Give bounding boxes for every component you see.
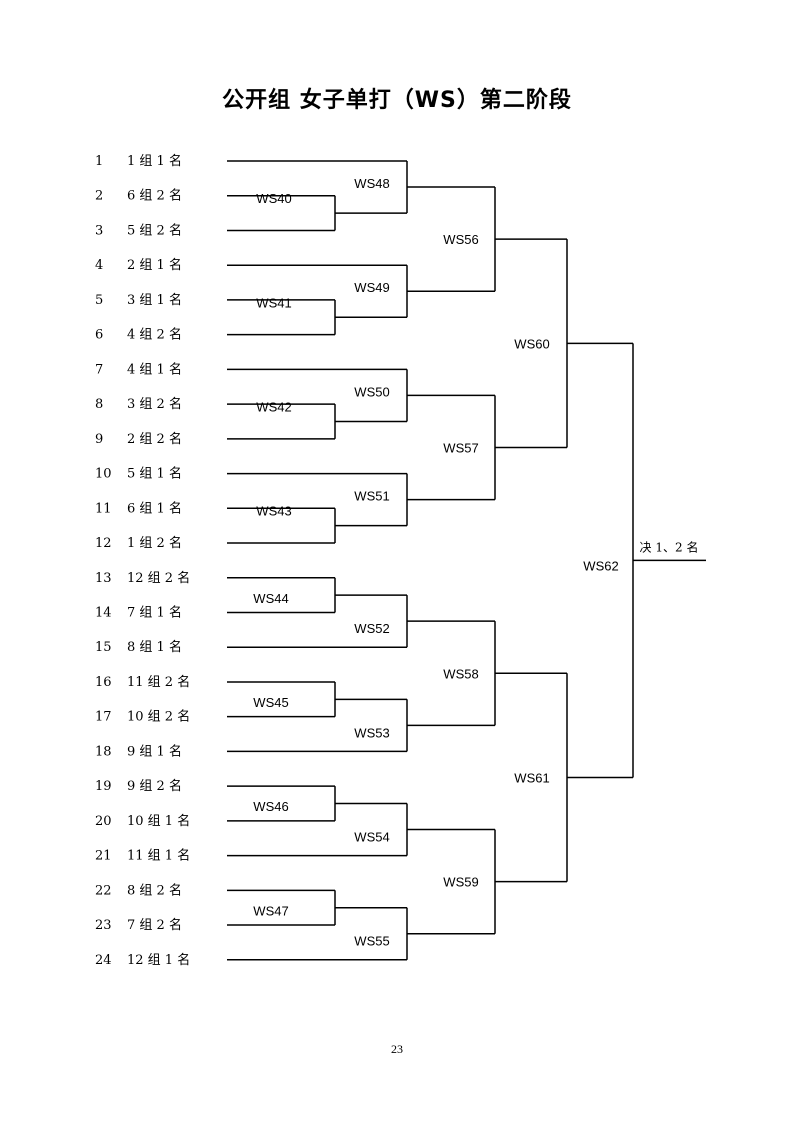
seed-label: 11 组 1 名 xyxy=(127,848,190,864)
seed-number: 2 xyxy=(95,189,103,204)
seed-number: 7 xyxy=(95,362,103,377)
seed-number: 3 xyxy=(95,223,103,238)
seed-label: 9 组 2 名 xyxy=(127,778,182,794)
seed-label: 2 组 1 名 xyxy=(127,257,182,273)
seed-label: 8 组 2 名 xyxy=(127,882,182,898)
seed-number: 4 xyxy=(95,258,103,273)
match-label: WS53 xyxy=(354,725,389,740)
seed-number: 12 xyxy=(95,536,112,551)
match-label: WS42 xyxy=(256,399,291,414)
match-label: WS59 xyxy=(443,875,478,890)
seed-label: 10 组 2 名 xyxy=(127,709,190,725)
seed-number: 14 xyxy=(95,605,112,620)
match-label: WS54 xyxy=(354,830,389,845)
page-title: 公开组 女子单打（WS）第二阶段 xyxy=(222,88,572,113)
seed-number: 18 xyxy=(95,744,112,759)
match-label: WS57 xyxy=(443,441,478,456)
seed-number: 16 xyxy=(95,675,112,690)
seed-label: 10 组 1 名 xyxy=(127,813,190,829)
match-label: WS58 xyxy=(443,666,478,681)
seed-label: 7 组 1 名 xyxy=(127,604,182,620)
seed-label: 1 组 1 名 xyxy=(127,153,182,169)
seed-label: 4 组 2 名 xyxy=(127,327,182,343)
seed-number: 11 xyxy=(95,501,112,516)
page-number: 23 xyxy=(391,1042,403,1056)
seed-number: 6 xyxy=(95,328,103,343)
match-label: WS41 xyxy=(256,295,291,310)
seed-label: 9 组 1 名 xyxy=(127,743,182,759)
match-label: WS51 xyxy=(354,489,389,504)
match-label: WS56 xyxy=(443,232,478,247)
seed-label: 11 组 2 名 xyxy=(127,674,190,690)
match-label: WS60 xyxy=(514,336,549,351)
match-label: WS45 xyxy=(253,695,288,710)
match-label: WS61 xyxy=(514,770,549,785)
seed-number: 23 xyxy=(95,918,112,933)
seed-number: 19 xyxy=(95,779,112,794)
match-label: WS49 xyxy=(354,280,389,295)
match-label: WS44 xyxy=(253,591,288,606)
seed-label: 5 组 2 名 xyxy=(127,222,182,238)
match-label: WS46 xyxy=(253,799,288,814)
seed-label: 5 组 1 名 xyxy=(127,466,182,482)
seed-number: 13 xyxy=(95,571,112,586)
seed-label: 12 组 2 名 xyxy=(127,570,190,586)
seed-label: 3 组 1 名 xyxy=(127,292,182,308)
seed-number: 21 xyxy=(95,849,112,864)
seed-number: 10 xyxy=(95,467,112,482)
seed-label: 1 组 2 名 xyxy=(127,535,182,551)
match-label: WS55 xyxy=(354,934,389,949)
match-label: WS48 xyxy=(354,176,389,191)
seed-label: 4 组 1 名 xyxy=(127,361,182,377)
match-label: WS62 xyxy=(583,558,618,573)
seed-label: 2 组 2 名 xyxy=(127,431,182,447)
seed-number: 20 xyxy=(95,814,112,829)
seed-number: 22 xyxy=(95,883,112,898)
match-label: WS52 xyxy=(354,621,389,636)
seed-number: 9 xyxy=(95,432,103,447)
seed-label: 3 组 2 名 xyxy=(127,396,182,412)
seed-label: 12 组 1 名 xyxy=(127,952,190,968)
seed-number: 8 xyxy=(95,397,103,412)
seed-label: 6 组 2 名 xyxy=(127,188,182,204)
seed-number: 24 xyxy=(95,953,112,968)
match-label: WS40 xyxy=(256,191,291,206)
seed-number: 15 xyxy=(95,640,112,655)
final-result-label: 决 1、2 名 xyxy=(640,539,699,554)
seed-label: 8 组 1 名 xyxy=(127,639,182,655)
seed-label: 6 组 1 名 xyxy=(127,500,182,516)
bracket-lines xyxy=(227,160,706,961)
seed-number: 1 xyxy=(95,154,103,169)
seed-number: 5 xyxy=(95,293,103,308)
match-label: WS47 xyxy=(253,903,288,918)
match-label: WS43 xyxy=(256,504,291,519)
match-label: WS50 xyxy=(354,384,389,399)
seed-label: 7 组 2 名 xyxy=(127,917,182,933)
seed-number: 17 xyxy=(95,710,112,725)
